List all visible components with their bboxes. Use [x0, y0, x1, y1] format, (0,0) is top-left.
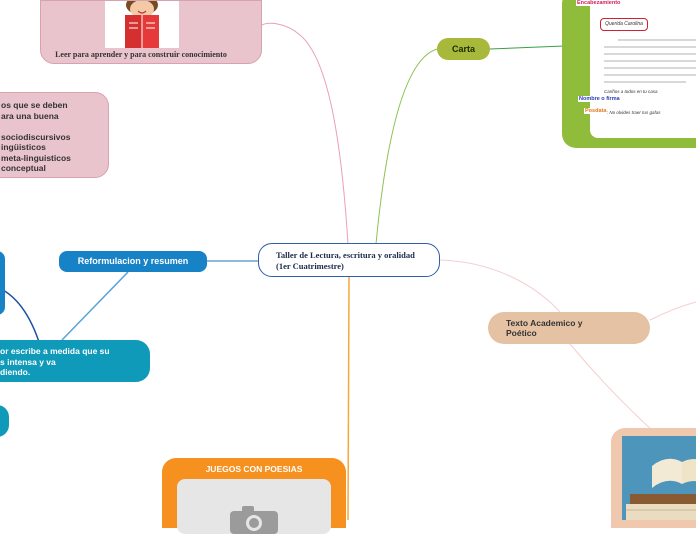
- carta-node[interactable]: Carta: [437, 38, 490, 60]
- books-image: [622, 436, 696, 520]
- letter-image-node[interactable]: Querida Carolina Cariños a todos en tu c…: [562, 0, 696, 148]
- label-posdata: Posdata: [584, 108, 608, 114]
- link-to-texto: [439, 259, 561, 313]
- letter-paper: Querida Carolina Cariños a todos en tu c…: [590, 0, 696, 138]
- pink-side-line: ingüisticos: [1, 142, 46, 152]
- label-nombre-firma: Nombre o firma: [578, 96, 621, 102]
- texto-academico-line2: Poético: [506, 328, 537, 338]
- central-topic-line1: Taller de Lectura, escritura y oralidad: [276, 250, 415, 260]
- pink-side-line: [1, 121, 108, 132]
- texto-academico-node[interactable]: Texto Academico y Poético: [488, 312, 650, 344]
- label-encabezamiento: Encabezamiento: [576, 0, 622, 6]
- pink-side-line: sociodiscursivos: [1, 131, 71, 142]
- blue-left-node[interactable]: [0, 251, 5, 315]
- teal-text-line: s intensa y va: [0, 356, 56, 367]
- image-placeholder: [177, 479, 331, 534]
- pink-side-line: conceptual: [1, 163, 46, 173]
- juegos-poesias-node[interactable]: JUEGOS CON POESIAS: [162, 458, 346, 534]
- pink-side-line: meta-linguisticos: [1, 152, 71, 163]
- reading-girl-image: [105, 0, 179, 48]
- central-topic-node[interactable]: Taller de Lectura, escritura y oralidad …: [258, 243, 440, 277]
- letter-ps: P.D: No olvides traer tus gafas: [600, 110, 661, 115]
- link-to-juegos: [347, 276, 350, 520]
- teal-text-line: or escribe a medida que su: [0, 346, 110, 356]
- central-topic-line2: (1er Cuatrimestre): [276, 261, 344, 271]
- letter-salutation: Querida Carolina: [600, 18, 648, 31]
- link-texto-right: [649, 301, 696, 321]
- pink-side-node[interactable]: os que se deben ara una buena sociodiscu…: [0, 92, 109, 178]
- pink-side-line: os que se deben: [1, 100, 68, 110]
- books-image-node[interactable]: [611, 428, 696, 528]
- connector-lines: [2, 22, 696, 520]
- texto-academico-line1: Texto Academico y: [506, 318, 583, 328]
- link-carta-letter: [489, 45, 565, 50]
- top-left-caption: Leer para aprender y para construir cono…: [55, 50, 227, 59]
- link-to-top-left: [261, 22, 349, 245]
- teal-text-line: diendo.: [0, 367, 31, 377]
- link-texto-peach: [569, 343, 653, 431]
- juegos-title: JUEGOS CON POESIAS: [205, 464, 303, 474]
- letter-closing: Cariños a todos en tu casa: [604, 89, 658, 94]
- handwriting-lines: [604, 39, 696, 83]
- link-to-carta: [375, 48, 438, 245]
- top-left-image-node[interactable]: Leer para aprender y para construir cono…: [40, 0, 262, 64]
- pink-side-line: ara una buena: [1, 110, 59, 121]
- teal-text-node[interactable]: or escribe a medida que su s intensa y v…: [0, 340, 150, 382]
- camera-icon: [230, 506, 278, 534]
- link-blue-teal: [2, 289, 41, 346]
- teal-small-node[interactable]: [0, 405, 9, 437]
- link-reform-teal: [61, 271, 129, 341]
- reformulacion-node[interactable]: Reformulacion y resumen: [59, 251, 207, 272]
